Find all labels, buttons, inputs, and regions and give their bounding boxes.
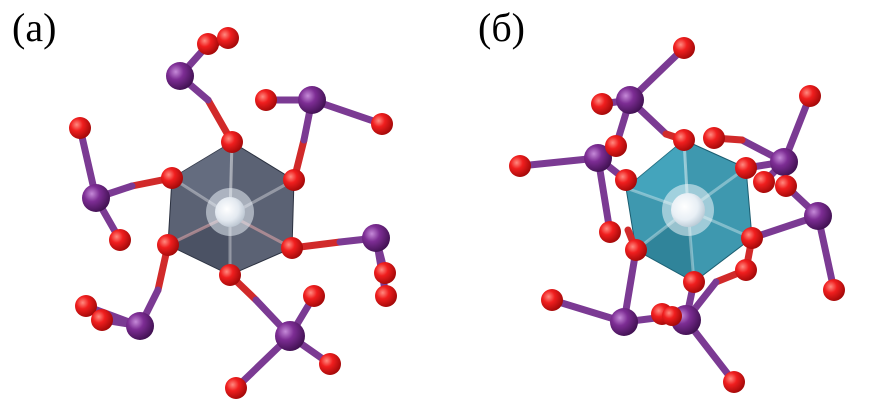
structure-diagram-a [69, 27, 397, 399]
panel-label-a: (a) [12, 5, 57, 50]
oxygen-atoms-b [509, 37, 845, 393]
coordination-polyhedron-b [625, 139, 753, 283]
structure-diagram-b [509, 37, 845, 393]
coordination-polyhedron-a [167, 141, 295, 276]
center-atom-a [215, 197, 245, 227]
heavy-atoms-a [82, 62, 390, 351]
panel-label-b: (б) [478, 5, 525, 50]
oxygen-atoms-a [69, 27, 397, 399]
center-atom-b [671, 193, 705, 227]
